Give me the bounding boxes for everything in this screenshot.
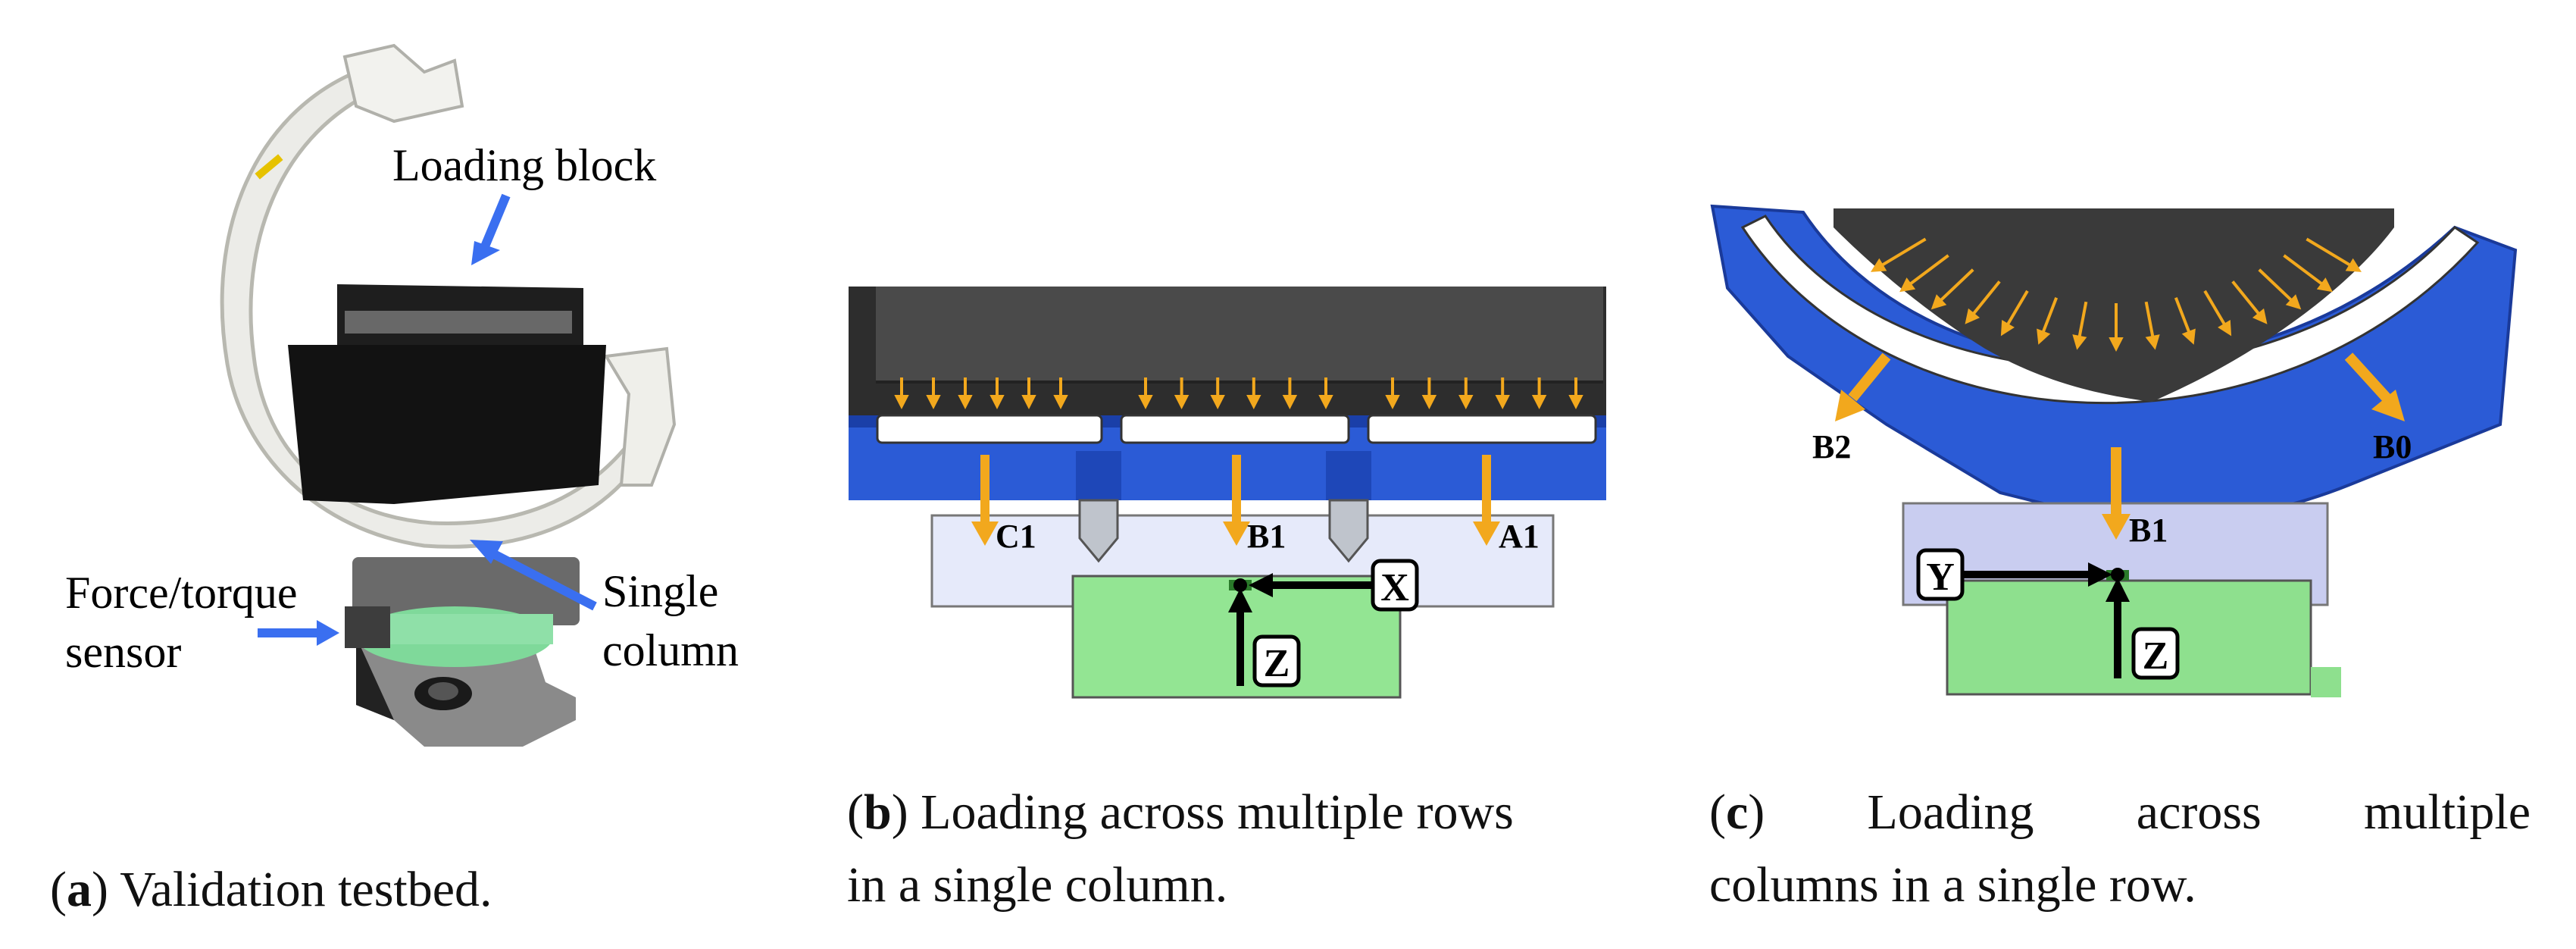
caption-a: (a) Validation testbed. — [50, 862, 492, 917]
load-arrow-head — [1871, 258, 1887, 272]
panel-b-rows-diagram: C1 B1 A1 X Z — [849, 287, 1606, 699]
caption-c: (c) Loading across multiple columns in a… — [1709, 776, 2531, 922]
axis-label-z: Z — [2143, 634, 2169, 678]
label-a1: A1 — [1499, 518, 1540, 555]
load-arrow-head — [926, 394, 941, 409]
curved-rack — [220, 43, 677, 549]
load-arrow-head — [1021, 394, 1036, 409]
load-arrow-head — [1282, 394, 1298, 409]
load-arrow — [1877, 237, 1927, 269]
load-arrow — [2077, 301, 2088, 342]
load-arrow-head — [2037, 328, 2051, 345]
load-arrow-head — [1421, 394, 1437, 409]
resultant-arrow-b1 — [2102, 447, 2131, 540]
load-arrow — [2144, 301, 2156, 342]
load-arrow-head — [2345, 258, 2362, 272]
load-arrow — [1937, 268, 1974, 305]
load-arrow-head — [1495, 394, 1510, 409]
load-arrow — [2231, 280, 2263, 318]
load-arrow-head — [2218, 319, 2232, 337]
load-arrow-head — [1568, 394, 1583, 409]
load-arrow-head — [958, 394, 973, 409]
axis-label-z: Z — [1264, 642, 1290, 685]
label-b0: B0 — [2373, 428, 2412, 465]
load-arrow-head — [1930, 294, 1947, 310]
load-arrow-head — [2252, 308, 2268, 324]
loading-block — [1834, 208, 2394, 402]
resultant-arrow-c1 — [971, 455, 999, 546]
axis-label-x: X — [1380, 566, 1409, 609]
load-arrow-head — [2109, 337, 2124, 352]
resultant-arrow-a1 — [1473, 455, 1500, 546]
load-arrow-head — [1899, 277, 1916, 293]
load-arrow-head — [1965, 308, 1980, 324]
arrow-loading-block — [471, 193, 511, 265]
load-arrow-head — [2072, 334, 2087, 350]
load-arrow-head — [2285, 294, 2302, 310]
load-arrow-head — [2000, 319, 2015, 337]
panel-c-columns-diagram: B2 B1 B0 Y Z — [1710, 204, 2518, 697]
caption-a-text: Validation testbed. — [120, 862, 492, 917]
coordinate-axes — [1916, 548, 2180, 680]
axis-label-y: Y — [1926, 556, 1955, 599]
pins — [1078, 499, 1369, 563]
force-torque-sensor — [345, 557, 580, 667]
caption-b-line2: in a single column. — [847, 857, 1228, 913]
label-b1: B1 — [2129, 512, 2168, 549]
load-arrow-head — [1318, 394, 1333, 409]
label-single-column-line2: column — [602, 625, 739, 675]
load-arrow-head — [1138, 394, 1153, 409]
load-arrow-head — [2181, 328, 2196, 345]
label-b1: B1 — [1247, 518, 1286, 555]
label-single-column-line1: Single — [602, 566, 718, 616]
coordinate-axes — [1228, 559, 1419, 687]
testbed-base — [356, 637, 576, 747]
load-arrow — [2040, 297, 2059, 337]
load-arrow-head — [1246, 394, 1261, 409]
distributed-load-arrows — [1871, 237, 2362, 352]
load-arrow — [2283, 254, 2327, 288]
label-force-torque-line2: sensor — [65, 627, 181, 677]
load-arrow — [2203, 290, 2228, 330]
resultant-arrow-b2 — [1835, 352, 1891, 421]
distributed-load-arrows — [894, 377, 1583, 409]
load-arrow — [1969, 280, 2001, 318]
caption-b-line1: ) Loading across multiple rows — [891, 785, 1514, 840]
load-arrow-head — [1210, 394, 1225, 409]
load-arrow-head — [2145, 334, 2160, 350]
white-rack — [1740, 215, 2480, 405]
resultant-arrow-b1 — [1223, 455, 1250, 546]
loading-block — [288, 284, 606, 504]
load-arrow-head — [894, 394, 909, 409]
contact-pads — [876, 414, 1597, 444]
caption-b-tag: b — [863, 785, 892, 840]
arrow-single-column — [470, 540, 597, 611]
caption-c-tag: c — [1725, 785, 1749, 840]
label-force-torque-line1: Force/torque — [65, 568, 298, 618]
caption-c-line2: columns in a single row. — [1709, 857, 2196, 913]
resultant-arrow-b0 — [2344, 352, 2405, 421]
caption-c-line1: ) Loading across multiple — [1748, 785, 2531, 840]
load-arrow-head — [1385, 394, 1400, 409]
load-arrow-head — [1458, 394, 1474, 409]
label-c1: C1 — [996, 518, 1036, 555]
load-arrow-head — [1053, 394, 1068, 409]
caption-b: (b) Loading across multiple rows in a si… — [847, 776, 1680, 922]
load-arrow-head — [1531, 394, 1547, 409]
panel-a-testbed-figure: Loading block Force/torque sensor Single… — [65, 43, 739, 747]
load-arrow-head — [989, 394, 1005, 409]
force-torque-sensor — [1946, 579, 2312, 696]
load-arrow — [2258, 268, 2296, 305]
load-arrow — [2306, 237, 2355, 269]
label-b2: B2 — [1812, 428, 1851, 465]
caption-a-tag: a — [66, 862, 92, 917]
arrow-force-torque — [258, 620, 339, 646]
load-arrow — [2004, 290, 2029, 330]
load-arrow — [2174, 297, 2193, 337]
load-arrow-head — [2316, 277, 2333, 293]
load-arrow — [1905, 254, 1949, 288]
label-loading-block: Loading block — [392, 140, 656, 190]
load-arrow-head — [1174, 394, 1190, 409]
